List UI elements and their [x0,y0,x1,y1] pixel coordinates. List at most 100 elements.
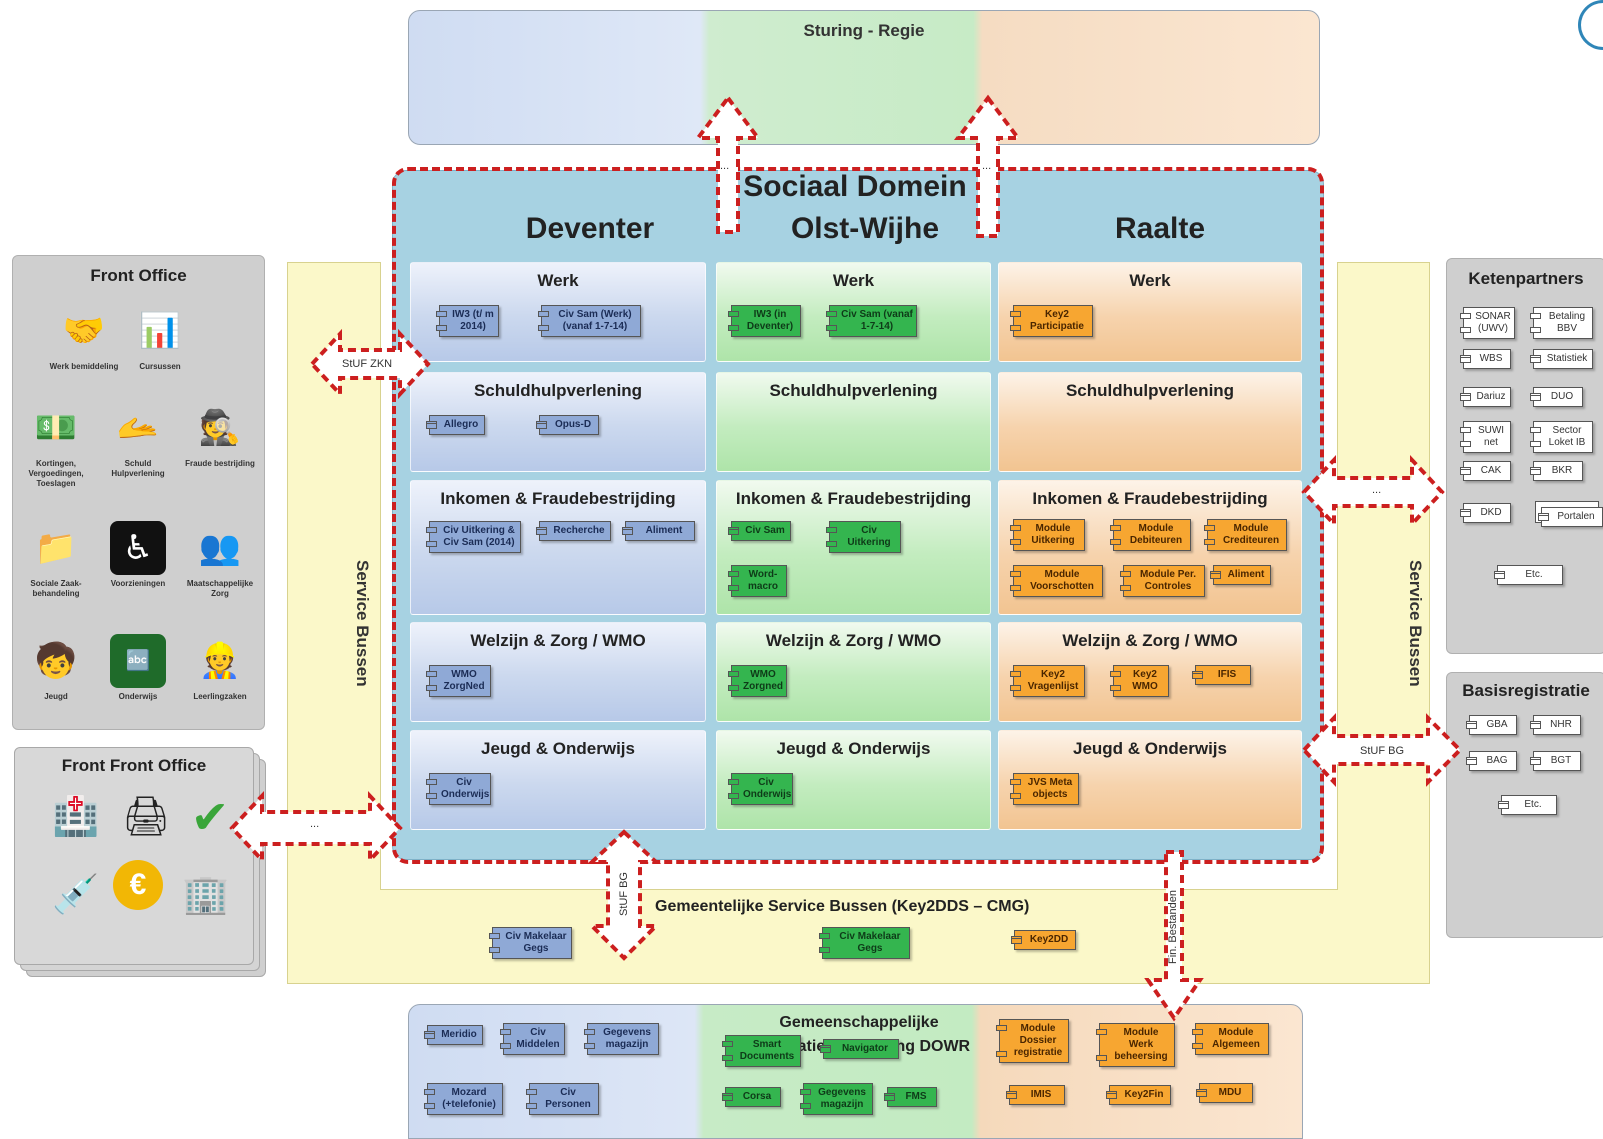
cell-title: Werk [537,271,579,290]
component-box: WMO Zorgned [728,665,787,697]
component-box: Module Crediteuren [1204,519,1287,551]
building-icon: 🏥 [52,796,100,838]
ketenpartners-ellipsis-label: ... [1372,484,1382,496]
sturing-regie-panel: Sturing - Regie [408,10,1320,145]
component-box: Civ Makelaar Gegs [819,927,910,959]
fo-item-label: Sociale Zaak-behandeling [30,579,82,598]
component-box: Module Dossier registratie [996,1019,1069,1063]
office-building-icon: 🏢 [182,874,230,916]
fo-item-label: Maatschappelijke Zorg [186,579,254,598]
component-box: MDU [1196,1083,1253,1103]
cell-raalte-jeugd: Jeugd & Onderwijs JVS Meta objects [998,730,1302,830]
cell-title: Inkomen & Fraudebestrijding [735,489,972,508]
stuf-bg-right-label: StUF BG [1360,745,1405,757]
component-box: BAG [1466,751,1517,771]
ffo-ellipsis-label: ... [310,818,320,830]
cell-olst-welzijn: Welzijn & Zorg / WMO WMO Zorgned [716,622,991,722]
component-box: Allegro [426,415,485,435]
cell-deventer-inkomen: Inkomen & Fraudebestrijding Civ Uitkerin… [410,480,706,615]
component-box: Recherche [536,521,611,541]
component-box: Civ Onderwijs [426,773,491,805]
component-box: Civ Sam (Werk) (vanaf 1-7-14) [538,305,641,337]
cell-deventer-jeugd: Jeugd & Onderwijs Civ Onderwijs [410,730,706,830]
component-box: Civ Middelen [500,1023,565,1055]
component-box: Navigator [820,1039,899,1059]
component-box: Betaling BBV [1530,307,1593,339]
front-front-office-panel: Front Front Office 🏥 🖨 ✔ 💉 € 🏢 [14,747,254,965]
component-box: WBS [1460,349,1511,369]
component-box: Etc. [1498,795,1557,815]
front-office-title: Front Office [90,266,187,285]
component-box: Statistiek [1530,349,1593,369]
component-box: Aliment [622,521,695,541]
cell-deventer-welzijn: Welzijn & Zorg / WMO WMO ZorgNed [410,622,706,722]
component-box: Key2Fin [1106,1085,1171,1105]
cell-olst-inkomen: Inkomen & Fraudebestrijding Civ Sam Civ … [716,480,991,615]
fo-item-label: Onderwijs [118,692,158,701]
gemeentelijke-service-bus-title: Gemeentelijke Service Bussen (Key2DDS – … [655,898,1030,915]
component-box: Key2 Participatie [1010,305,1093,337]
component-box: Key2DD [1011,930,1076,950]
component-box: Civ Onderwijs [728,773,793,805]
component-box: Mozard (+telefonie) [424,1083,503,1115]
cell-title: Welzijn & Zorg / WMO [765,631,942,650]
cell-raalte-inkomen: Inkomen & Fraudebestrijding Module Uitke… [998,480,1302,615]
folder-blocks-icon: 📁 [34,529,78,567]
component-box: Civ Makelaar Gegs [489,927,572,959]
fo-item-label: Voorzieningen [110,579,166,588]
component-box: Civ Personen [526,1083,599,1115]
component-box: Aliment [1210,565,1271,585]
fo-item-leerlingzaken: 👷 Leerlingzaken [181,634,259,702]
chalkboard-icon: 🔤 [110,634,166,688]
component-box: Meridio [424,1025,483,1045]
syringe-icon: 💉 [52,874,100,916]
fo-item-kortingen: 💵 Kortingen, Vergoedingen, Toeslagen [17,401,95,489]
cell-title: Welzijn & Zorg / WMO [470,631,646,650]
cell-title: Welzijn & Zorg / WMO [1062,631,1238,650]
child-icon: 🧒 [34,642,78,680]
component-box: Smart Documents [722,1035,801,1067]
basisregistratie-title: Basisregistratie [1462,681,1590,700]
ketenpartners-title: Ketenpartners [1468,269,1584,288]
column-title-olst-wijhe: Olst-Wijhe [790,212,940,245]
detective-icon: 🕵 [198,409,242,447]
euro-coin-icon: € [113,860,163,910]
fo-item-label: Kortingen, Vergoedingen, Toeslagen [28,459,84,488]
cell-olst-schuldhulpverlening: Schuldhulpverlening [716,372,991,472]
up-right-ellipsis-label: ... [982,160,992,172]
gemeenschappelijke-informatievoorziening-panel: Gemeenschappelijke Informatievoorziening… [408,1004,1303,1139]
fo-item-sociale-zaakbehandeling: 📁 Sociale Zaak-behandeling [17,521,95,599]
cell-title: Schuldhulpverlening [769,381,938,400]
arrow-stuf-zkn [309,328,431,400]
cell-olst-werk: Werk IW3 (in Deventer) Civ Sam (vanaf 1-… [716,262,991,362]
fo-item-maatschappelijke-zorg: 👥 Maatschappelijke Zorg [181,521,259,599]
component-box: WMO ZorgNed [426,665,491,697]
component-box: NHR [1530,715,1581,735]
component-box: DUO [1530,387,1583,407]
component-box: Module Debiteuren [1110,519,1191,551]
handshake-icon: 🤝 [62,312,106,350]
cell-title: Jeugd & Onderwijs [1073,739,1227,758]
component-box: IW3 (t/ m 2014) [436,305,499,337]
cell-raalte-welzijn: Welzijn & Zorg / WMO Key2 Vragenlijst Ke… [998,622,1302,722]
basisregistratie-panel: Basisregistratie GBA NHR BAG BGT Etc. [1446,672,1603,938]
column-title-deventer: Deventer [525,212,655,245]
fo-item-label: Jeugd [44,692,68,701]
component-box: Opus-D [536,415,599,435]
cash-register-icon: 🖨 [121,796,171,838]
cell-title: Jeugd & Onderwijs [776,739,931,758]
component-box: Word-macro [728,565,787,597]
checkmark-icon: ✔ [190,791,230,843]
cell-title: Schuldhulpverlening [1065,381,1235,400]
fo-item-jeugd: 🧒 Jeugd [17,634,95,702]
component-box: GBA [1466,715,1517,735]
component-box: Civ Sam (vanaf 1-7-14) [826,305,917,337]
cell-title: Schuldhulpverlening [473,381,643,400]
arrow-up-deventer [694,94,762,234]
fo-item-schuld-hulpverlening: 🫴 Schuld Hulpverlening [99,401,177,479]
cell-raalte-schuldhulpverlening: Schuldhulpverlening [998,372,1302,472]
component-box: Dariuz [1460,387,1511,407]
student-warning-icon: 👷 [198,642,242,680]
arrow-stuf-bg-right [1301,712,1463,788]
